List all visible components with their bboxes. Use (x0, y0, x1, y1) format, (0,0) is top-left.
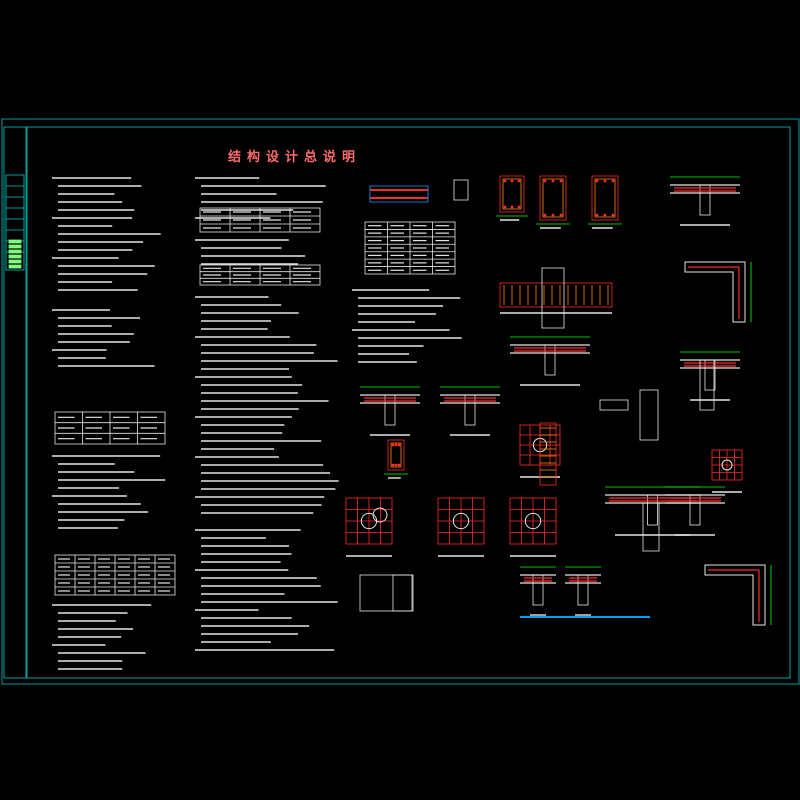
rebar-dot (559, 213, 563, 217)
title-block-mark (8, 249, 22, 254)
column-section-detail (509, 497, 557, 557)
wall-corner-detail (684, 261, 752, 323)
slab-joint-detail (670, 176, 740, 226)
outer-border (1, 118, 800, 685)
title-block-box (5, 174, 25, 271)
slab-joint-detail (440, 386, 500, 436)
notes-column-2 (195, 177, 339, 651)
beam-web (532, 574, 544, 606)
notes-column-1 (52, 177, 176, 670)
title-block-strip (3, 126, 27, 679)
stirrup (542, 178, 564, 218)
wall-outline (684, 261, 746, 323)
slab-joint-detail (665, 486, 725, 536)
sleeve-circle (721, 459, 733, 471)
sleeve-circle (452, 512, 470, 530)
detail-drawings (345, 175, 772, 626)
bar-elevation-box (369, 185, 429, 203)
stirrup (502, 178, 522, 210)
sleeve-circle (524, 512, 542, 530)
rebar-dot (397, 463, 401, 467)
pit-wall (392, 574, 414, 612)
beam-web (704, 359, 716, 391)
small-section (453, 179, 469, 201)
rebar-dot (595, 179, 599, 183)
rebar-dot (394, 463, 398, 467)
beam-web (544, 344, 556, 376)
sheet-title: 结构设计总说明 (228, 150, 362, 165)
slab-joint-detail (520, 566, 556, 616)
rebar-dot (543, 179, 547, 183)
column-section-detail (711, 449, 743, 493)
beam-web (464, 394, 476, 426)
slab-joint-detail (605, 486, 700, 536)
slab-joint-detail (565, 566, 601, 616)
rebar-dot (394, 443, 398, 447)
rebar-dot (611, 179, 615, 183)
beam-section-detail (536, 175, 570, 229)
column-elevation (539, 422, 557, 486)
beam-outline (499, 175, 525, 213)
column-section-detail (437, 497, 485, 557)
column-stub (699, 359, 715, 411)
rebar-dot (559, 179, 563, 183)
title-block-mark (8, 254, 22, 259)
beam-section-detail (384, 439, 408, 479)
pipe-circle (372, 507, 388, 523)
title-block-mark (8, 244, 22, 249)
rebar-dot (397, 443, 401, 447)
title-block (3, 126, 27, 679)
column-stub (639, 389, 659, 441)
rebar-dot (517, 179, 521, 183)
title-block-mark (8, 264, 22, 269)
rebar-dot (517, 205, 521, 209)
rebar-dot (503, 179, 507, 183)
stirrup (594, 178, 616, 218)
beam-web (647, 494, 658, 526)
rebar-dot (391, 463, 395, 467)
inner-border (26, 126, 791, 679)
drawing-frame (1, 118, 800, 685)
slab-joint-detail (360, 386, 420, 436)
rebar-dot (503, 205, 507, 209)
slab-joint-detail (510, 336, 590, 386)
beam-column-elevation (499, 267, 613, 329)
column-stub (642, 502, 660, 552)
rebar-dot (391, 443, 395, 447)
wall-outline (704, 564, 766, 626)
title-block-mark (8, 259, 22, 264)
beam-section-detail (496, 175, 528, 221)
rebar-dot (543, 213, 547, 217)
column-outline (541, 267, 565, 329)
rebar-dot (510, 179, 514, 183)
beam-stub (599, 399, 629, 411)
beam-outline (539, 175, 567, 221)
rebar-dot (611, 213, 615, 217)
beam-section-detail (588, 175, 622, 229)
beam-web (384, 394, 396, 426)
beam-web (577, 574, 589, 606)
rebar-dot (603, 213, 607, 217)
beam-outline (591, 175, 619, 221)
rebar-dot (603, 179, 607, 183)
beam-web (699, 184, 711, 216)
slab-joint-detail (680, 351, 740, 401)
rebar-dot (551, 179, 555, 183)
stirrup (390, 442, 402, 468)
rebar-dot (374, 509, 386, 521)
wall-corner-detail (704, 564, 772, 626)
column-section-detail (345, 497, 393, 557)
notes-column-3 (352, 221, 462, 363)
beam-outline (499, 282, 613, 308)
rebar-dot (510, 205, 514, 209)
rebar-dot (595, 213, 599, 217)
beam-web (689, 494, 701, 526)
pit-outline (359, 574, 413, 612)
title-block-mark (8, 239, 22, 244)
beam-outline (387, 439, 405, 471)
rebar-dot (551, 213, 555, 217)
